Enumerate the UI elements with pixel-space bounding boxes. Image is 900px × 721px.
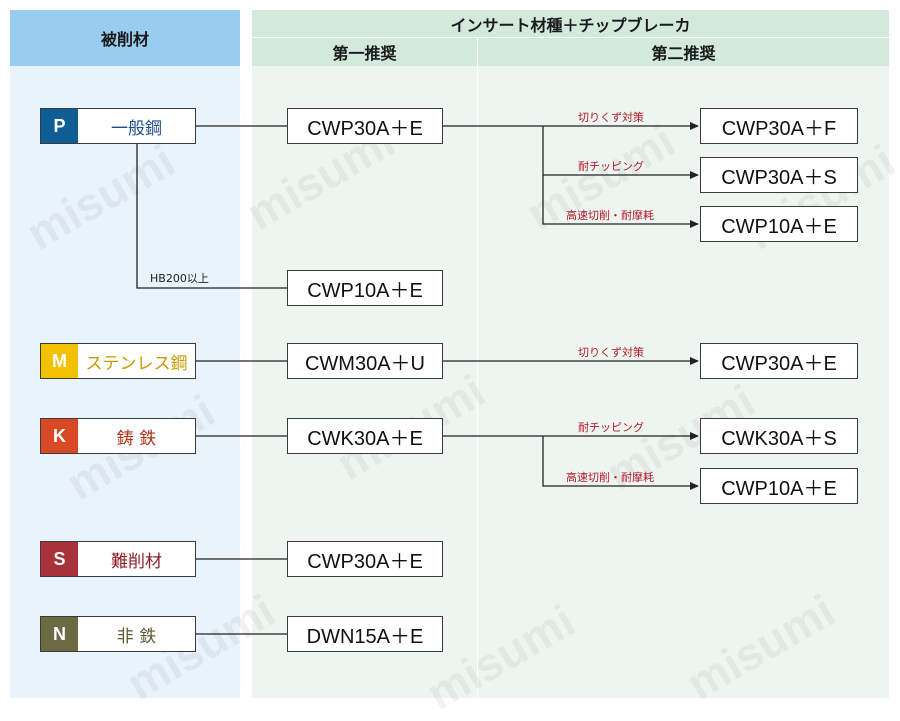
material-column-bg [10, 66, 240, 698]
material-s: S 難削材 [40, 541, 196, 577]
second-grade-box: CWP30A＋E [700, 343, 858, 379]
second-grade-box: CWP30A＋S [700, 157, 858, 193]
branch-label: 耐チッピング [578, 421, 644, 434]
first-column-bg [252, 66, 477, 698]
material-name: 難削材 [111, 551, 162, 572]
branch-label: 高速切削・耐摩耗 [566, 471, 654, 484]
material-name: 鋳 鉄 [116, 428, 157, 449]
material-name: 非 鉄 [116, 626, 157, 647]
material-name: ステンレス鋼 [85, 353, 188, 374]
first-recommendation-header: 第一推奨 [252, 38, 477, 66]
material-header: 被削材 [10, 10, 240, 66]
branch-label: 切りくず対策 [578, 111, 644, 124]
insert-grade-header: インサート材種＋チップブレーカ [252, 10, 889, 37]
second-grade-box: CWP30A＋F [700, 108, 858, 144]
second-grade-box: CWK30A＋S [700, 418, 858, 454]
material-code: S [41, 542, 78, 576]
branch-label: 切りくず対策 [578, 346, 644, 359]
material-code: M [41, 344, 78, 378]
branch-label: 耐チッピング [578, 160, 644, 173]
second-grade-box: CWP10A＋E [700, 468, 858, 504]
material-n: N 非 鉄 [40, 616, 196, 652]
material-p: P 一般鋼 [40, 108, 196, 144]
first-grade-box: DWN15A＋E [287, 616, 443, 652]
material-name: 一般鋼 [111, 118, 162, 139]
material-k: K 鋳 鉄 [40, 418, 196, 454]
hb-condition-label: HB200以上 [150, 272, 209, 285]
material-code: P [41, 109, 78, 143]
second-recommendation-header: 第二推奨 [478, 38, 889, 66]
material-code: N [41, 617, 78, 651]
material-m: M ステンレス鋼 [40, 343, 196, 379]
branch-label: 高速切削・耐摩耗 [566, 209, 654, 222]
first-grade-box: CWP10A＋E [287, 270, 443, 306]
first-grade-box: CWM30A＋U [287, 343, 443, 379]
second-grade-box: CWP10A＋E [700, 206, 858, 242]
first-grade-box: CWP30A＋E [287, 541, 443, 577]
first-grade-box: CWP30A＋E [287, 108, 443, 144]
first-grade-box: CWK30A＋E [287, 418, 443, 454]
material-code: K [41, 419, 78, 453]
